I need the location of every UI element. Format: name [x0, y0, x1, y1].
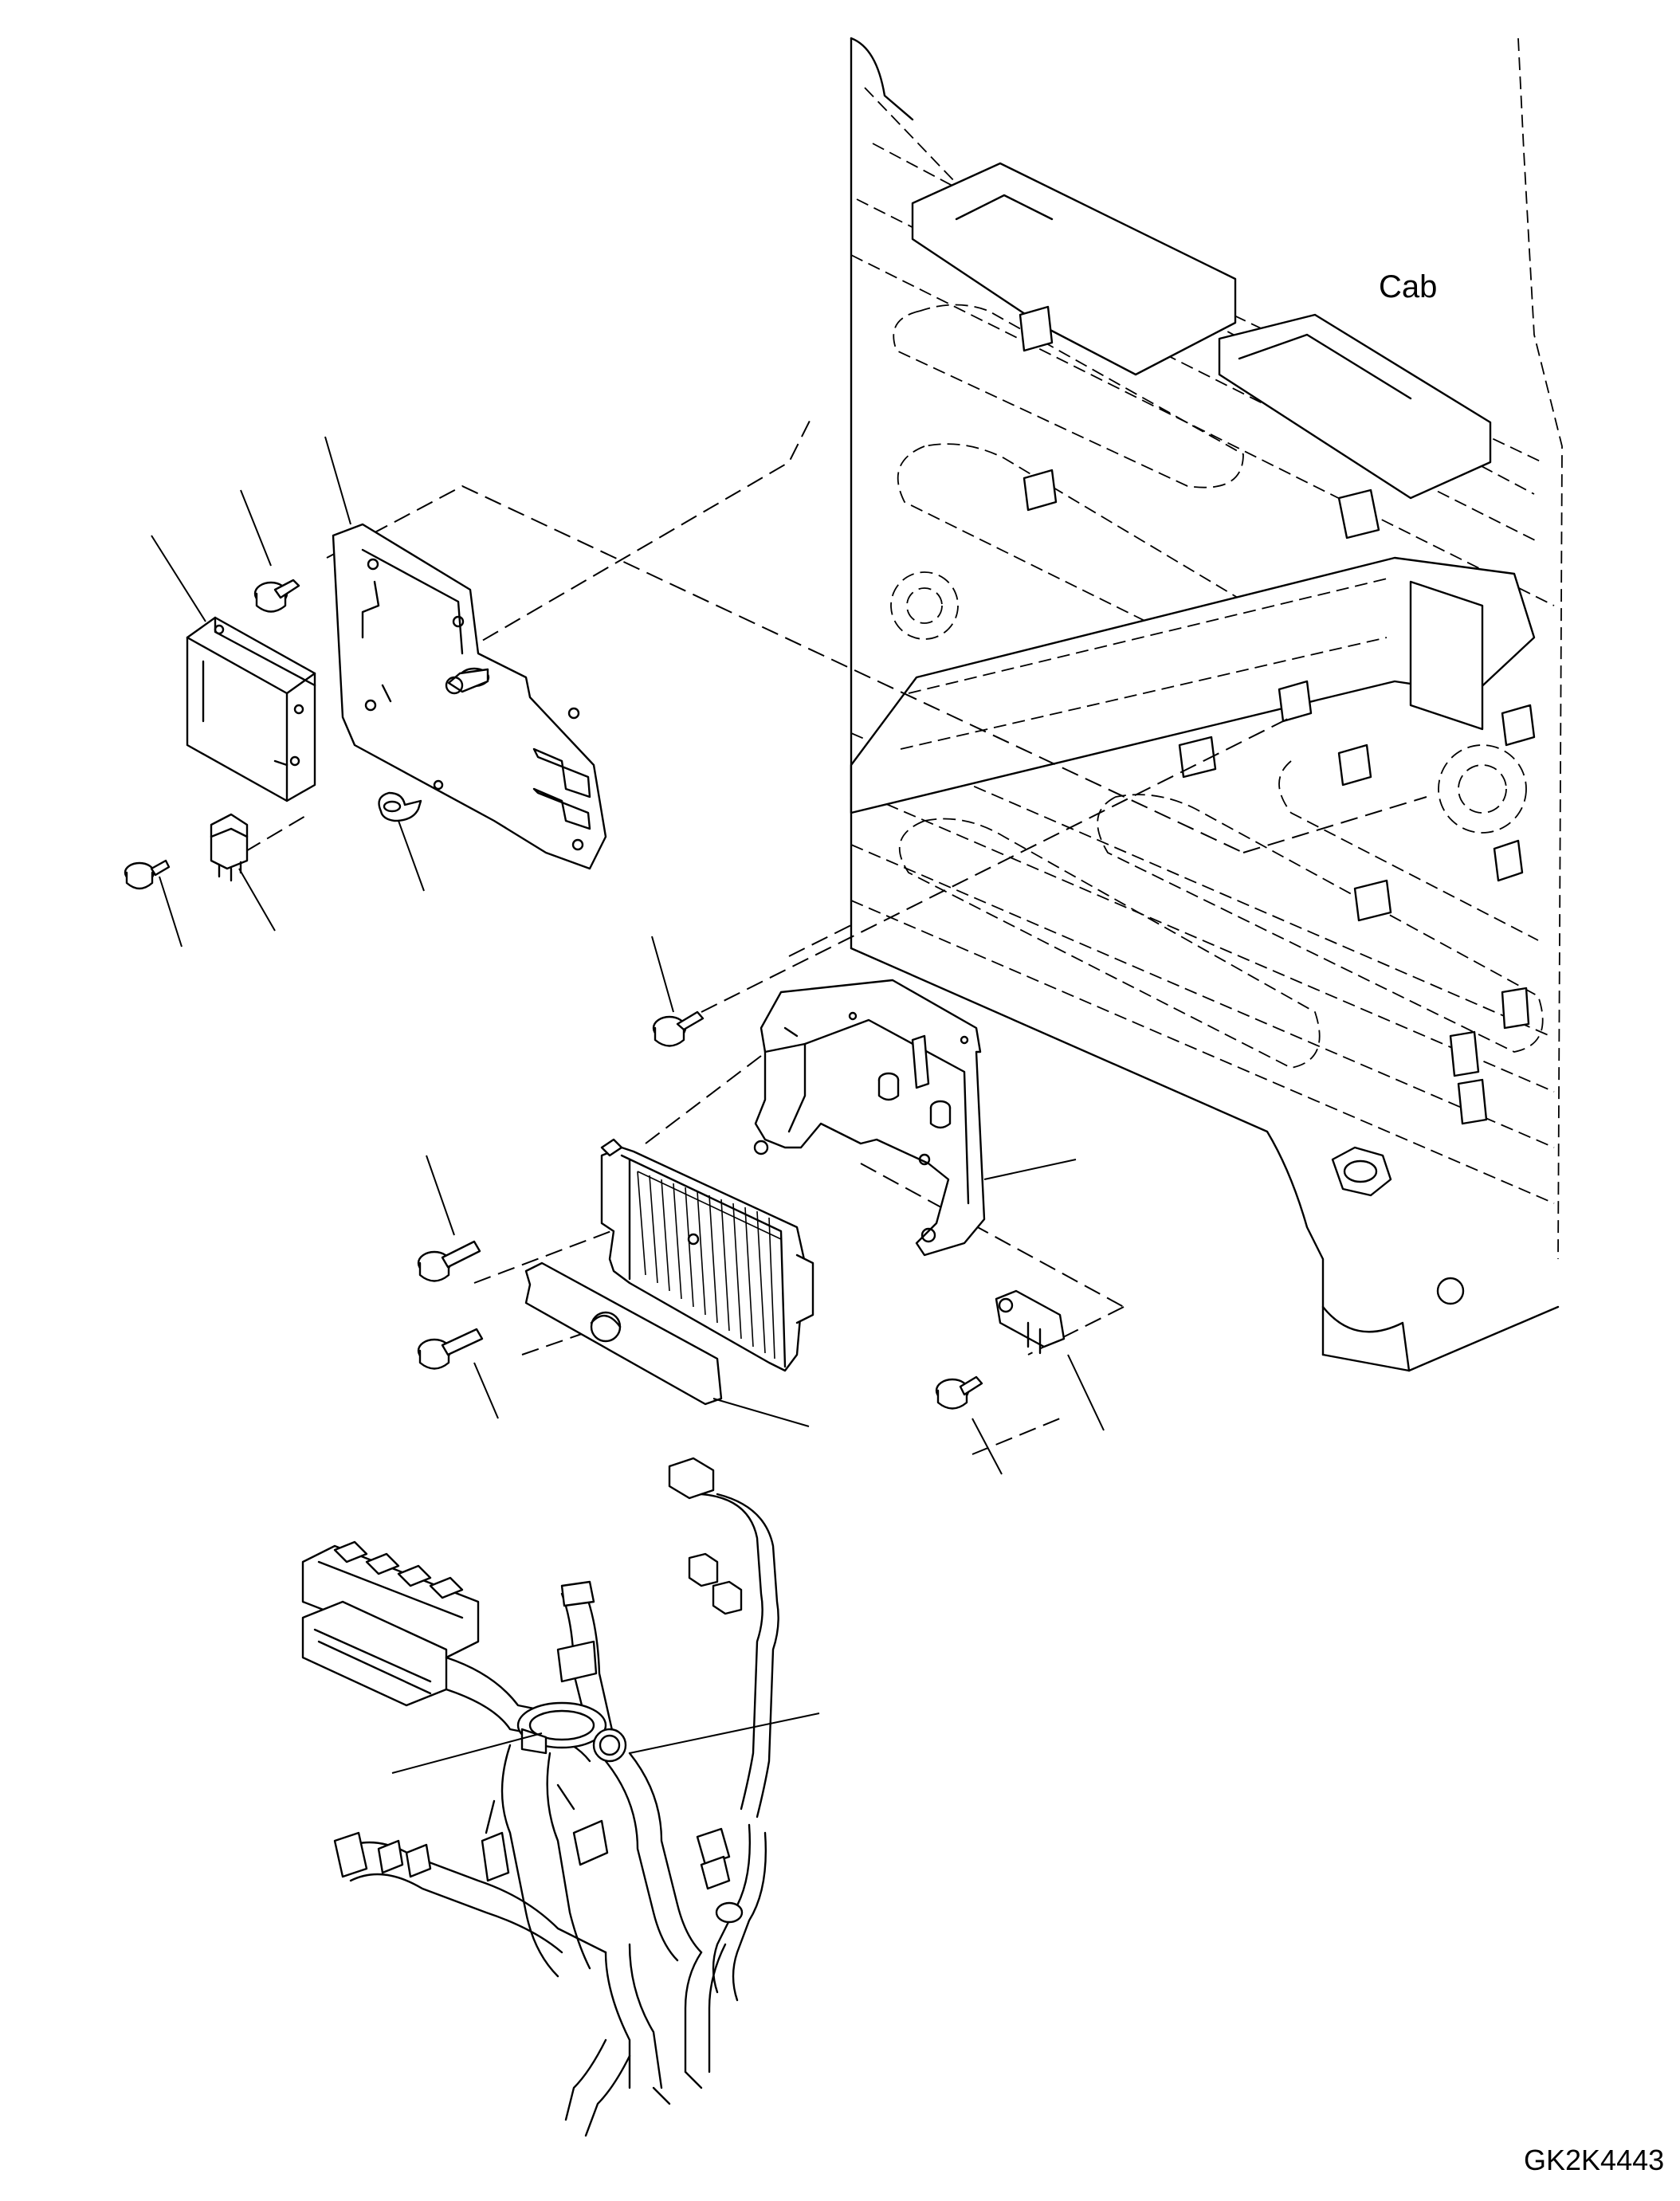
relay-upper — [211, 814, 247, 881]
lower-right-bolt — [936, 1377, 982, 1409]
upper-mounting-bracket — [333, 524, 606, 869]
leader-lines — [151, 437, 1104, 1773]
ecu-bolt-upper — [418, 1242, 480, 1281]
ecu-unit — [602, 1140, 813, 1371]
relay-center — [996, 1291, 1064, 1353]
wire-harness — [303, 1458, 779, 2136]
cab-panel — [851, 38, 1562, 1371]
center-bolt — [654, 1012, 703, 1046]
ecu-bolt-lower — [418, 1329, 482, 1369]
mounting-plate — [526, 1263, 721, 1404]
figure-id: GK2K4443 — [1524, 2144, 1665, 2176]
cab-label: Cab — [1379, 269, 1438, 304]
controller-module-upper — [187, 618, 315, 801]
ecu-bracket — [755, 980, 984, 1255]
upper-bolt — [255, 580, 299, 612]
left-bolt — [125, 861, 169, 889]
cable-clamp — [379, 781, 442, 821]
